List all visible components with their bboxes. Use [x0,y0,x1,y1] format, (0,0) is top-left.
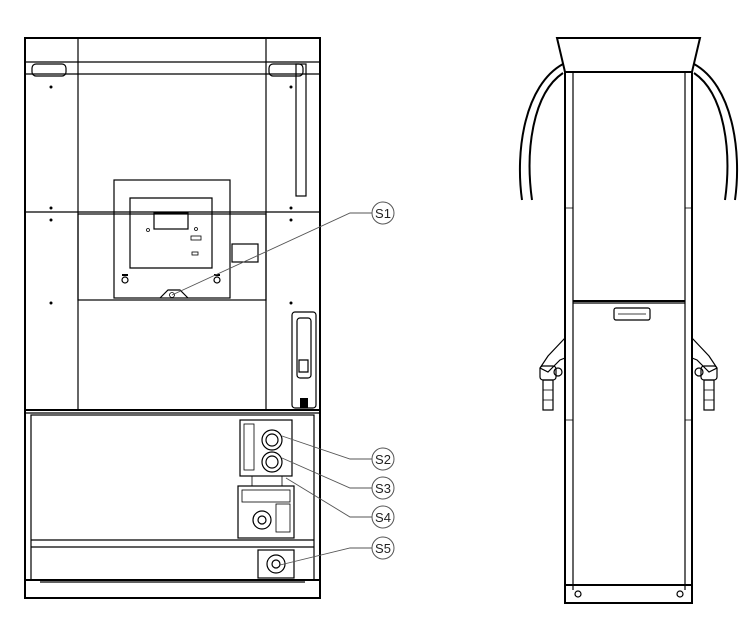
display-head [113,179,231,299]
callout-s4-label: S4 [375,510,391,525]
callout-s1: S1 [371,201,395,225]
display-panel [77,213,267,301]
motor-block [257,549,295,579]
leader-s5 [279,547,372,566]
leader-s3 [281,457,372,489]
front-view [24,37,321,599]
hydraulic-bay [30,414,315,581]
callout-s3-label: S3 [375,481,391,496]
left-nozzles [539,337,566,411]
side-view [519,37,738,604]
s1-part [159,289,189,299]
leader-s4 [285,477,372,518]
label-plate [231,243,259,263]
left-hose-outer [519,63,564,201]
callout-s2: S2 [371,447,395,471]
side-handle [613,307,651,321]
callout-s3: S3 [371,476,395,500]
leader-s1 [171,212,372,296]
pump-unit [237,419,295,579]
callout-s4: S4 [371,505,395,529]
callout-s5: S5 [371,536,395,560]
leader-lines [171,212,372,566]
price-display [153,212,189,230]
top-cap [555,37,702,73]
left-hose-inner [528,72,564,201]
meter-block [239,419,293,477]
right-nozzles [691,337,718,411]
hose-slot [295,63,307,197]
right-hose-outer [693,63,738,201]
left-handle [31,63,67,77]
right-hose-inner [693,72,729,201]
leader-s2 [281,435,372,460]
callout-s1-label: S1 [375,206,391,221]
callout-s5-label: S5 [375,541,391,556]
base-plinth [564,584,693,604]
callout-s2-label: S2 [375,452,391,467]
pump-block [237,485,295,539]
right-handle [268,63,304,77]
display-face [129,197,213,269]
